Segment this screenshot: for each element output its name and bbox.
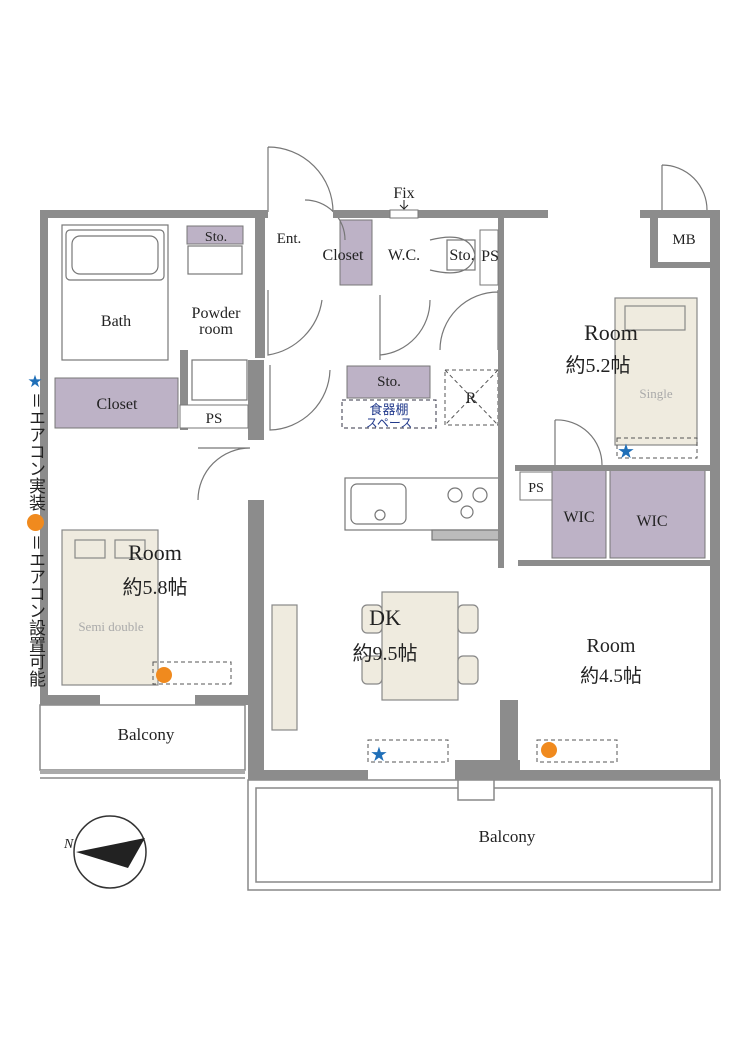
label-bath: Bath (101, 313, 131, 330)
label-ent: Ent. (277, 231, 302, 247)
dining-set (271, 591, 479, 731)
label-sto-hall: Sto. (377, 374, 401, 390)
legend-dot-text: ＝エアコン設置可能 (25, 534, 45, 687)
ac-possible-dot-icon (156, 667, 172, 683)
label-dk-name: DK (369, 605, 401, 630)
ps-box-wic (519, 471, 553, 501)
room-labels: Fix Ent. Closet W.C. Sto. PS MB Sto. Bat… (78, 185, 695, 846)
label-room2-name: Room (128, 540, 182, 565)
label-bed-semidouble: Semi double (78, 619, 144, 634)
star-icon: ★ (25, 372, 45, 392)
ac-possible-dot-icon (541, 742, 557, 758)
fix-arrow-icon (399, 200, 409, 210)
kitchen-counter (344, 477, 501, 541)
label-room3-name: Room (587, 635, 636, 657)
label-wic1: WIC (563, 509, 594, 526)
label-fix: Fix (393, 185, 414, 202)
fix-window (389, 209, 419, 219)
legend: ★＝エアコン実装 ＝エアコン設置可能 (14, 372, 45, 687)
label-ps-wc: PS (481, 248, 499, 265)
bathroom-fixtures (61, 224, 476, 401)
label-room1-size: 約5.2帖 (566, 354, 631, 377)
label-bed-single: Single (639, 386, 672, 401)
legend-star-text: ＝エアコン実装 (25, 392, 45, 511)
label-balcony-main: Balcony (479, 827, 536, 846)
label-dish-space: スペース (366, 416, 413, 430)
label-balcony-left: Balcony (118, 725, 175, 744)
closet-areas (54, 219, 706, 559)
ac-installed-star-icon: ★ (370, 742, 388, 766)
label-closet-left: Closet (97, 396, 138, 413)
label-sto-wc: Sto. (449, 247, 474, 264)
label-powder-room: room (199, 321, 233, 338)
label-room3-size: 約4.5帖 (580, 665, 642, 687)
label-r: R (466, 390, 477, 407)
label-wic2: WIC (636, 513, 667, 530)
label-room1-name: Room (584, 320, 638, 345)
label-sto-bath: Sto. (205, 230, 227, 245)
label-wc: W.C. (388, 247, 420, 264)
label-ps-wic: PS (528, 481, 544, 496)
label-closet-ent: Closet (323, 247, 364, 264)
north-compass-icon: N (63, 815, 147, 889)
label-ps-left: PS (206, 411, 223, 427)
ps-box (179, 404, 249, 429)
label-mb: MB (672, 232, 695, 248)
walls (40, 210, 720, 780)
label-dk-size: 約9.5帖 (353, 642, 418, 665)
beds (61, 297, 698, 686)
label-powder: Powder (192, 305, 242, 322)
north-label: N (63, 837, 74, 852)
label-dish-shelf: 食器棚 (369, 402, 408, 417)
dot-icon (26, 514, 44, 531)
label-room2-size: 約5.8帖 (123, 576, 188, 599)
ac-installed-star-icon: ★ (617, 439, 635, 463)
